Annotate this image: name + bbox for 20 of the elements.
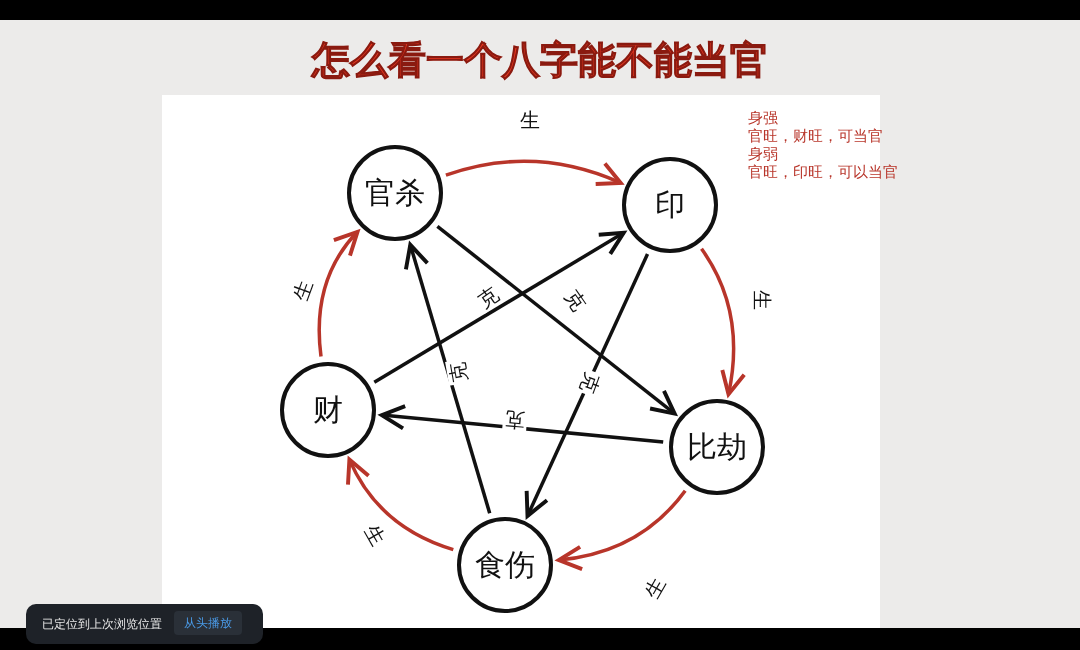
arrow	[524, 253, 650, 518]
arrow	[379, 404, 664, 444]
note-text: 身强	[748, 110, 778, 127]
arrow	[556, 489, 687, 571]
arrow	[403, 242, 492, 514]
arrow	[346, 457, 454, 552]
edge-label: 生	[751, 288, 773, 312]
arrow	[445, 159, 623, 187]
note-text: 身弱	[748, 146, 778, 163]
arrow	[317, 229, 360, 357]
edge-label: 生	[518, 109, 542, 131]
note-text: 官旺，印旺，可以当官	[748, 164, 898, 181]
title: 怎么看一个八字能不能当官	[310, 37, 769, 84]
toast-message: 已定位到上次浏览位置	[42, 616, 162, 632]
arrow	[700, 247, 746, 397]
arrow	[436, 225, 677, 416]
edge-label: 克	[502, 408, 528, 432]
arrow	[373, 230, 626, 384]
replay-button: 从头播放	[174, 611, 242, 635]
note-text: 官旺，财旺，可当官	[748, 128, 883, 145]
